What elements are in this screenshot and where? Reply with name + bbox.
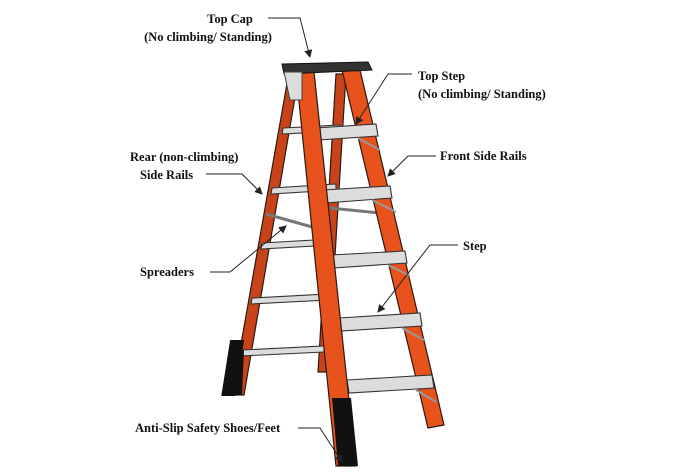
label-front-side-rails: Front Side Rails [440, 149, 527, 163]
label-rear-rails-2: Side Rails [140, 168, 193, 182]
front-steps [315, 123, 437, 403]
label-step: Step [463, 239, 487, 253]
label-top-cap-note: (No climbing/ Standing) [144, 30, 272, 44]
label-top-step-note: (No climbing/ Standing) [418, 87, 546, 101]
label-top-step: Top Step [418, 69, 465, 83]
label-top-cap: Top Cap [207, 12, 253, 26]
front-side-rail-right [341, 69, 445, 429]
label-anti-slip-feet: Anti-Slip Safety Shoes/Feet [135, 421, 281, 435]
leader-lines [206, 17, 458, 463]
anti-slip-foot [332, 398, 358, 466]
label-spreaders: Spreaders [140, 265, 194, 279]
top-cap [281, 61, 373, 101]
anti-slip-foot-rear [228, 350, 244, 395]
label-rear-rails: Rear (non-climbing) [130, 150, 238, 164]
